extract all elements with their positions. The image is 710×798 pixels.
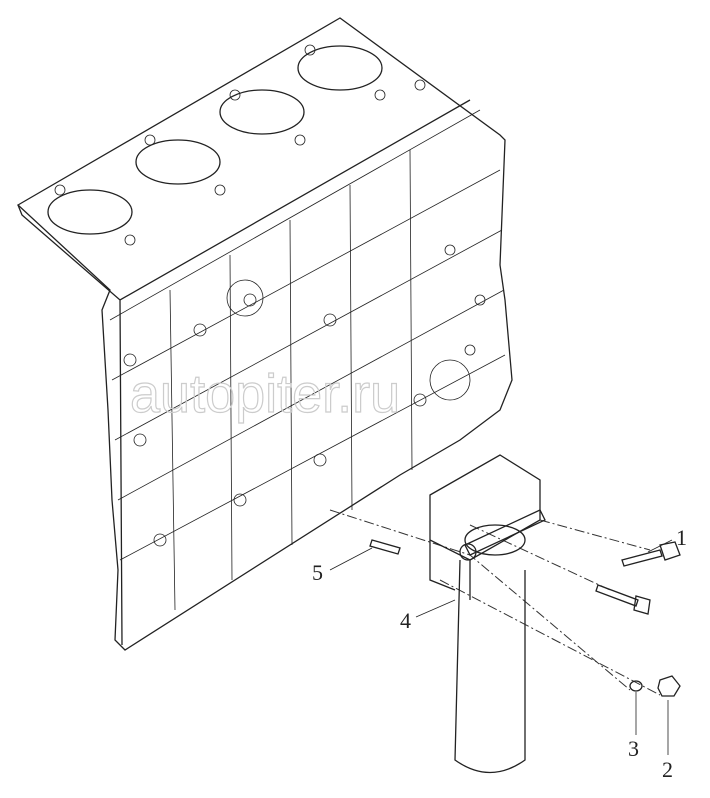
callout-2: 2 xyxy=(662,757,673,782)
stud-5 xyxy=(369,539,401,555)
cylinder-bores xyxy=(47,45,383,235)
washer-3 xyxy=(629,680,643,692)
engine-block xyxy=(16,17,513,651)
callout-lines xyxy=(329,539,673,755)
callout-1: 1 xyxy=(676,525,687,550)
callout-4: 4 xyxy=(400,608,411,633)
bolt-unlabeled xyxy=(595,584,651,615)
bolt-1 xyxy=(621,541,681,567)
callout-3: 3 xyxy=(628,736,639,761)
oil-filter-assembly xyxy=(429,454,546,773)
watermark: autopiter.ru xyxy=(130,364,400,424)
leader-lines xyxy=(329,509,661,696)
nut-2 xyxy=(657,675,681,697)
callout-5: 5 xyxy=(312,560,323,585)
